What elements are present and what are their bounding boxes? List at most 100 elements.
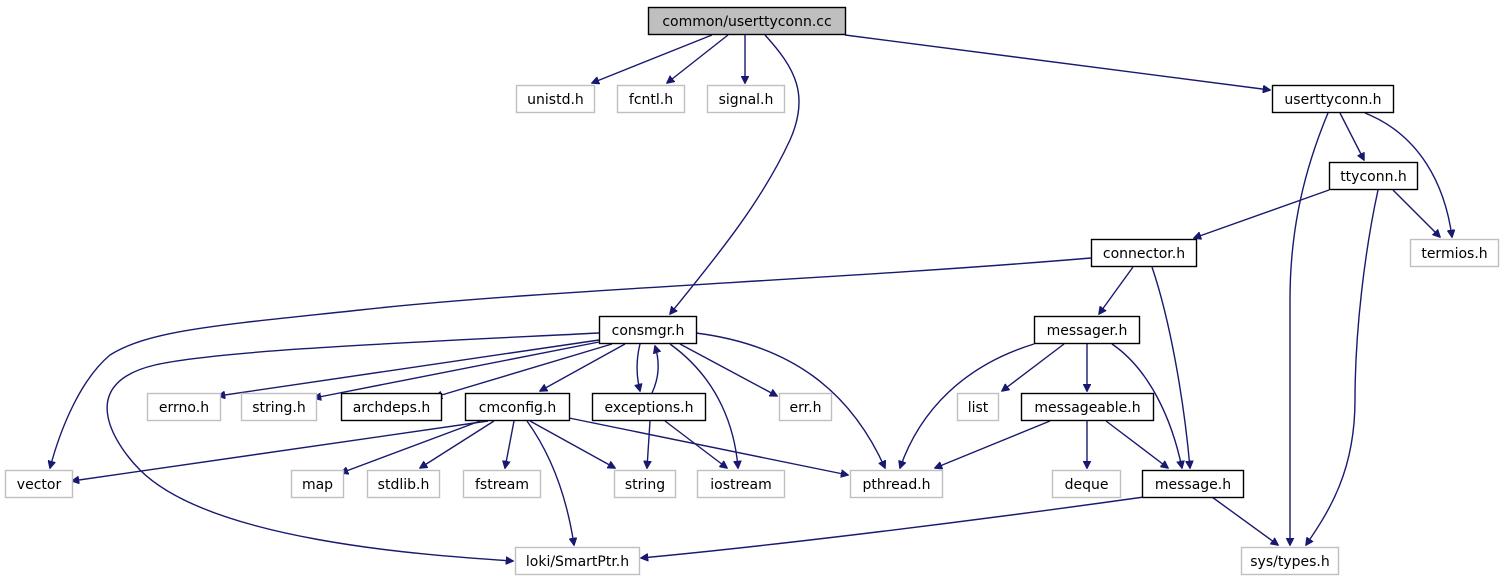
node-label: message.h xyxy=(1155,477,1231,493)
edge-consmgr-to-err xyxy=(679,343,777,396)
node-box[interactable] xyxy=(146,392,222,422)
node-box[interactable] xyxy=(1033,315,1141,345)
node-box[interactable] xyxy=(1090,238,1198,268)
node-smartptr[interactable]: loki/SmartPtr.h xyxy=(514,546,641,576)
node-fstream[interactable]: fstream xyxy=(462,469,542,499)
node-box[interactable] xyxy=(462,469,542,499)
node-box[interactable] xyxy=(849,469,944,499)
node-box[interactable] xyxy=(515,84,596,114)
node-box[interactable] xyxy=(1328,161,1419,191)
node-err[interactable]: err.h xyxy=(778,392,833,422)
node-box[interactable] xyxy=(696,469,786,499)
node-box[interactable] xyxy=(290,469,345,499)
edge-cmconfig-to-string xyxy=(529,420,615,468)
node-message[interactable]: message.h xyxy=(1141,469,1245,499)
node-systypes[interactable]: sys/types.h xyxy=(1240,546,1340,576)
node-label: fcntl.h xyxy=(629,92,673,108)
node-box[interactable] xyxy=(778,392,833,422)
edge-cmconfig-to-stdlib xyxy=(420,420,495,468)
node-box[interactable] xyxy=(240,392,318,422)
node-label: iostream xyxy=(710,477,772,493)
edge-cmconfig-to-map xyxy=(341,420,481,473)
node-label: termios.h xyxy=(1421,246,1487,262)
edge-messager-to-pthread xyxy=(900,343,1035,468)
node-label: deque xyxy=(1065,477,1109,493)
edge-exceptions-to-string xyxy=(647,420,650,468)
node-messager[interactable]: messager.h xyxy=(1033,315,1141,345)
node-label: userttyconn.h xyxy=(1284,92,1381,108)
nodes-layer: common/userttyconn.cc unistd.h fcntl.h sign… xyxy=(4,6,1500,576)
edge-root-to-unistd xyxy=(592,34,713,83)
node-box[interactable] xyxy=(616,84,686,114)
edge-message-to-smartptr xyxy=(641,496,1145,558)
node-label: err.h xyxy=(790,400,822,416)
node-exceptions[interactable]: exceptions.h xyxy=(591,392,707,422)
node-box[interactable] xyxy=(1240,546,1340,576)
edge-ttyconn-to-connector xyxy=(1194,189,1330,238)
edge-connector-to-message xyxy=(1151,266,1190,468)
edge-connector-to-vector xyxy=(50,257,1092,468)
node-iostream[interactable]: iostream xyxy=(696,469,786,499)
node-box[interactable] xyxy=(706,84,786,114)
edge-root-to-userttyconn xyxy=(844,34,1270,90)
node-label: exceptions.h xyxy=(604,400,693,416)
node-box[interactable] xyxy=(1271,84,1395,114)
edge-consmgr-to-string_h xyxy=(314,341,600,398)
node-stdlib[interactable]: stdlib.h xyxy=(366,469,441,499)
node-deque[interactable]: deque xyxy=(1051,469,1122,499)
node-list[interactable]: list xyxy=(956,392,1000,422)
node-unistd[interactable]: unistd.h xyxy=(515,84,596,114)
node-box[interactable] xyxy=(514,546,641,576)
node-connector[interactable]: connector.h xyxy=(1090,238,1198,268)
node-string_h[interactable]: string.h xyxy=(240,392,318,422)
node-box[interactable] xyxy=(598,315,698,345)
edge-consmgr-to-cmconfig xyxy=(540,343,626,391)
node-box[interactable] xyxy=(613,469,677,499)
node-signal[interactable]: signal.h xyxy=(706,84,786,114)
node-label: list xyxy=(968,400,989,416)
edge-connector-to-messager xyxy=(1099,266,1134,314)
node-label: map xyxy=(302,477,333,493)
edge-userttyconn-to-ttyconn xyxy=(1339,112,1364,160)
node-consmgr[interactable]: consmgr.h xyxy=(598,315,698,345)
node-messageable[interactable]: messageable.h xyxy=(1020,392,1155,422)
edge-messager-to-list xyxy=(1002,343,1065,391)
node-box[interactable] xyxy=(340,392,443,422)
edge-consmgr-to-archdeps xyxy=(435,343,613,397)
node-box[interactable] xyxy=(956,392,1000,422)
node-box[interactable] xyxy=(366,469,441,499)
node-map[interactable]: map xyxy=(290,469,345,499)
edge-ttyconn-to-systypes xyxy=(1306,189,1379,545)
node-box[interactable] xyxy=(1409,238,1500,268)
edge-cmconfig-to-pthread xyxy=(568,417,848,475)
node-box[interactable] xyxy=(464,392,571,422)
node-pthread[interactable]: pthread.h xyxy=(849,469,944,499)
edge-userttyconn-to-termios xyxy=(1364,112,1452,237)
node-errno[interactable]: errno.h xyxy=(146,392,222,422)
node-box[interactable] xyxy=(1051,469,1122,499)
node-ttyconn[interactable]: ttyconn.h xyxy=(1328,161,1419,191)
node-box[interactable] xyxy=(591,392,707,422)
edge-consmgr-to-exceptions xyxy=(637,343,640,391)
node-label: signal.h xyxy=(719,92,774,108)
edge-ttyconn-to-termios xyxy=(1392,189,1440,237)
node-box[interactable] xyxy=(1141,469,1245,499)
node-fcntl[interactable]: fcntl.h xyxy=(616,84,686,114)
edge-cmconfig-to-smartptr xyxy=(526,420,574,545)
node-archdeps[interactable]: archdeps.h xyxy=(340,392,443,422)
node-root[interactable]: common/userttyconn.cc xyxy=(647,6,847,36)
node-vector[interactable]: vector xyxy=(4,469,74,499)
node-termios[interactable]: termios.h xyxy=(1409,238,1500,268)
node-label: common/userttyconn.cc xyxy=(662,14,831,30)
edge-consmgr-to-smartptr xyxy=(106,332,600,561)
node-userttyconn[interactable]: userttyconn.h xyxy=(1271,84,1395,114)
node-box[interactable] xyxy=(1020,392,1155,422)
node-label: messager.h xyxy=(1047,323,1128,339)
node-label: cmconfig.h xyxy=(479,400,557,416)
node-cmconfig[interactable]: cmconfig.h xyxy=(464,392,571,422)
node-box[interactable] xyxy=(4,469,74,499)
node-box[interactable] xyxy=(647,6,847,36)
node-string[interactable]: string xyxy=(613,469,677,499)
node-label: vector xyxy=(17,477,62,493)
